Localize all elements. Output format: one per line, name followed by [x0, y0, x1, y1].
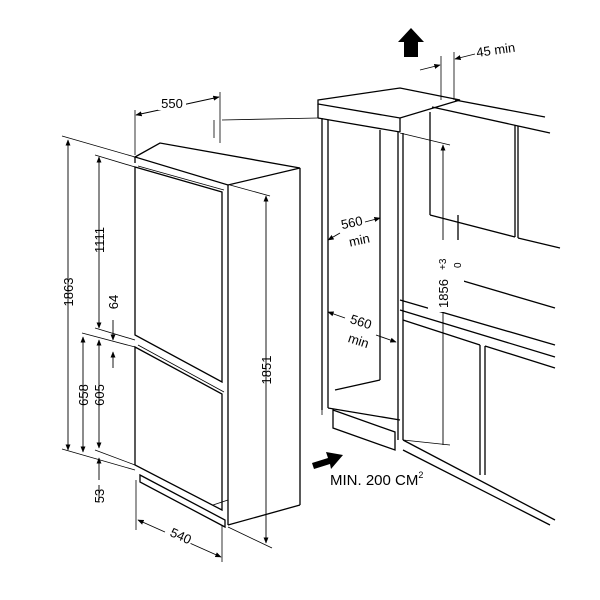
air-in-arrow-icon [312, 452, 343, 469]
ventilation-label: MIN. 200 CM2 [330, 470, 423, 489]
fridge-dimensions: 1863 1111 64 658 605 53 1851 550 540 [61, 92, 319, 562]
fridge [133, 142, 301, 529]
plinth [139, 473, 226, 529]
vent-gap-label: 45 min [475, 40, 516, 60]
niche-top-panel [317, 87, 461, 119]
air-out-arrow-icon [398, 28, 424, 57]
plinth-label: 53 [92, 489, 107, 503]
niche-dimensions: 1856 +3 0 560 min 560 min 45 min [327, 40, 516, 446]
ventilation-grille [332, 409, 396, 451]
upper-door-label: 1111 [92, 227, 107, 253]
niche-height-label: 1856 [436, 279, 451, 308]
niche-width-label: 560 [340, 213, 364, 232]
total-height-label: 1863 [61, 278, 76, 307]
lower-door-label: 605 [92, 384, 107, 406]
niche-tolerance-plus: +3 [438, 258, 449, 270]
niche-depth-min: min [346, 330, 371, 351]
lower-door [134, 345, 223, 512]
niche-cabinet [317, 87, 561, 526]
door-gap-label: 64 [106, 295, 121, 309]
niche-depth-label: 560 [348, 311, 373, 332]
body-height-label: 1851 [259, 356, 274, 385]
depth-top-label: 550 [161, 96, 183, 111]
fridge-top [133, 142, 301, 186]
lower-section-label: 658 [76, 384, 91, 406]
upper-door [134, 166, 223, 384]
niche-width-min: min [348, 230, 372, 249]
niche-tolerance-minus: 0 [453, 262, 464, 268]
